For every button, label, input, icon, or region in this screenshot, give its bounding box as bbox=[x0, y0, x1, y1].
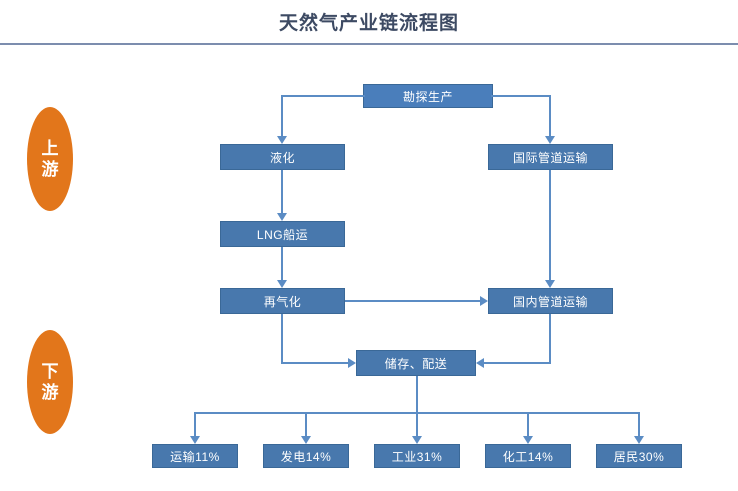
connector-exploration-left-h bbox=[281, 95, 365, 97]
connector-regas-to-storage-v bbox=[281, 314, 283, 363]
node-domestic-pipeline-label: 国内管道运输 bbox=[512, 294, 588, 309]
connector-international-to-domestic-v bbox=[549, 170, 551, 280]
connector-regas-to-domestic-h bbox=[345, 300, 480, 302]
node-international-pipeline[interactable]: 国际管道运输 bbox=[488, 144, 613, 170]
connector-storage-down-stem bbox=[416, 376, 418, 413]
end-use-power-label: 发电14% bbox=[280, 449, 332, 464]
connector-exploration-right-v bbox=[549, 95, 551, 136]
node-regasification-label: 再气化 bbox=[263, 294, 302, 309]
connector-exploration-right-h bbox=[491, 95, 550, 97]
arrow-bus-to-industry bbox=[412, 436, 422, 444]
stage-label-downstream: 下游 bbox=[27, 330, 73, 434]
node-end-use-residential[interactable]: 居民30% bbox=[596, 444, 682, 468]
node-lng-shipping-label: LNG船运 bbox=[256, 227, 309, 242]
connector-liquefaction-to-lng-v bbox=[281, 170, 283, 213]
connector-lng-to-regas-v bbox=[281, 247, 283, 280]
arrow-lng-shipping-to-regasification bbox=[277, 280, 287, 288]
stage-upstream-text: 上游 bbox=[41, 139, 59, 179]
arrow-domestic-pipeline-to-storage bbox=[476, 358, 484, 368]
arrow-exploration-to-international-pipeline bbox=[545, 136, 555, 144]
end-use-chemicals-label: 化工14% bbox=[502, 449, 554, 464]
node-exploration-label: 勘探生产 bbox=[402, 89, 453, 104]
arrow-regasification-to-storage bbox=[348, 358, 356, 368]
arrow-bus-to-residential bbox=[634, 436, 644, 444]
arrow-exploration-to-liquefaction bbox=[277, 136, 287, 144]
connector-bus-to-industry bbox=[416, 412, 418, 436]
page-title: 天然气产业链流程图 bbox=[278, 13, 459, 34]
connector-exploration-left-v bbox=[281, 95, 283, 136]
connector-bus-to-transport bbox=[194, 412, 196, 436]
connector-domestic-to-storage-v bbox=[549, 314, 551, 363]
node-lng-shipping[interactable]: LNG船运 bbox=[220, 221, 345, 247]
header: 天然气产业链流程图 bbox=[0, 0, 738, 45]
arrow-bus-to-transport bbox=[190, 436, 200, 444]
arrow-regasification-to-domestic-pipeline bbox=[480, 296, 488, 306]
end-use-residential-label: 居民30% bbox=[613, 449, 665, 464]
arrow-bus-to-power bbox=[301, 436, 311, 444]
arrow-liquefaction-to-lng-shipping bbox=[277, 213, 287, 221]
node-liquefaction-label: 液化 bbox=[269, 150, 295, 165]
node-liquefaction[interactable]: 液化 bbox=[220, 144, 345, 170]
node-international-pipeline-label: 国际管道运输 bbox=[512, 150, 588, 165]
node-end-use-industry[interactable]: 工业31% bbox=[374, 444, 460, 468]
node-end-use-power[interactable]: 发电14% bbox=[263, 444, 349, 468]
arrow-bus-to-chemicals bbox=[523, 436, 533, 444]
end-use-transport-label: 运输11% bbox=[170, 449, 220, 464]
title-divider bbox=[0, 43, 738, 45]
connector-bus-to-chemicals bbox=[527, 412, 529, 436]
arrow-international-to-domestic-pipeline bbox=[545, 280, 555, 288]
node-exploration[interactable]: 勘探生产 bbox=[363, 84, 493, 108]
stage-label-upstream: 上游 bbox=[27, 107, 73, 211]
end-use-industry-label: 工业31% bbox=[391, 449, 443, 464]
node-end-use-transport[interactable]: 运输11% bbox=[152, 444, 238, 468]
node-end-use-chemicals[interactable]: 化工14% bbox=[485, 444, 571, 468]
connector-regas-to-storage-h bbox=[281, 362, 348, 364]
connector-domestic-to-storage-h bbox=[484, 362, 551, 364]
node-domestic-pipeline[interactable]: 国内管道运输 bbox=[488, 288, 613, 314]
connector-bus-to-residential bbox=[638, 412, 640, 436]
node-regasification[interactable]: 再气化 bbox=[220, 288, 345, 314]
connector-bus-to-power bbox=[305, 412, 307, 436]
node-storage-distribution[interactable]: 储存、配送 bbox=[356, 350, 476, 376]
stage-downstream-text: 下游 bbox=[41, 362, 59, 402]
node-storage-distribution-label: 储存、配送 bbox=[384, 356, 448, 371]
